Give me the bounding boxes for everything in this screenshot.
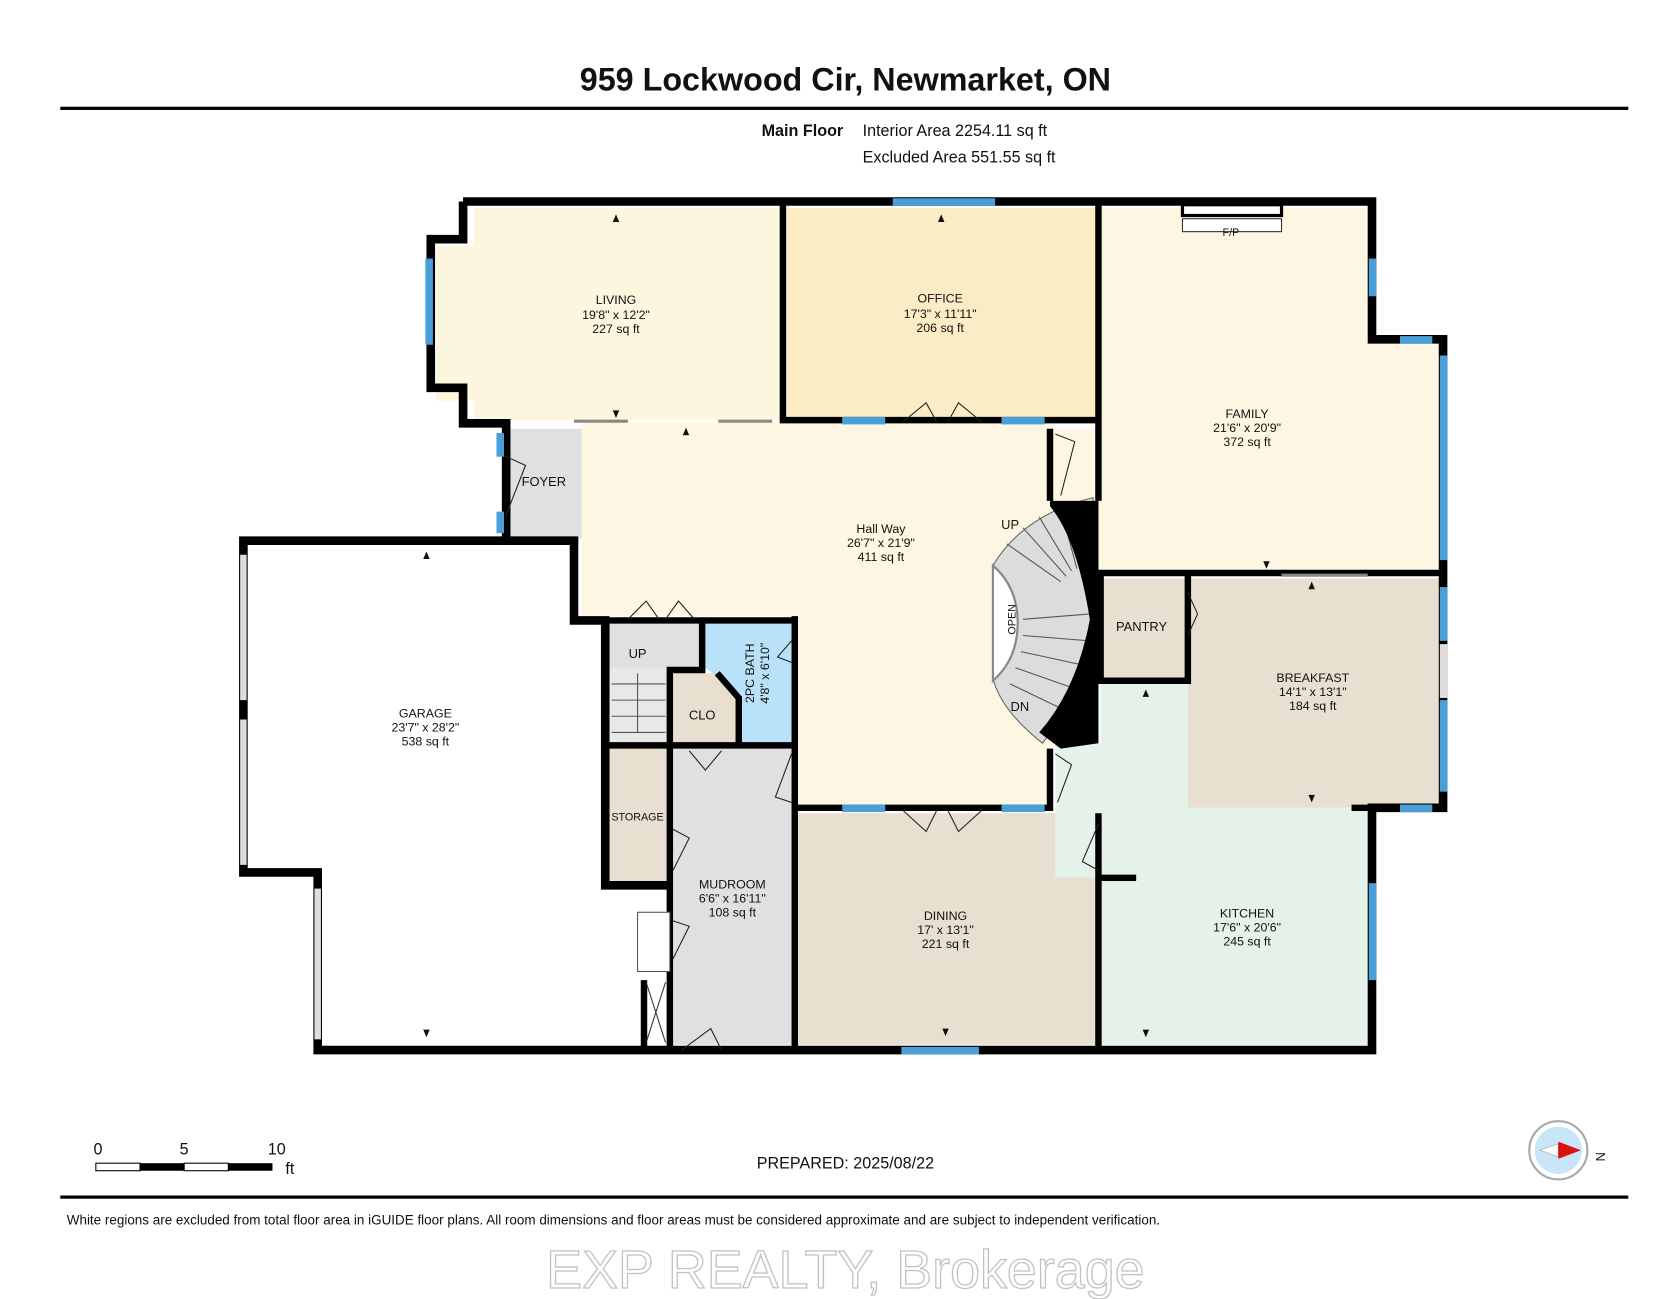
svg-text:23'7" x 28'2": 23'7" x 28'2": [391, 720, 459, 734]
svg-text:184 sq ft: 184 sq ft: [1289, 699, 1337, 713]
dimension-arrows: [423, 214, 1315, 1038]
foyer-label: FOYER: [522, 474, 566, 489]
room-fills: [436, 207, 1441, 1045]
storage-fill: [608, 748, 668, 884]
svg-text:ft: ft: [285, 1160, 294, 1178]
svg-text:MUDROOM: MUDROOM: [699, 878, 766, 892]
office-fill: [786, 207, 1097, 418]
closet-fill: [673, 673, 738, 744]
room-hallway: Hall Way 26'7" x 21'9" 411 sq ft: [847, 522, 915, 564]
open-well: [991, 563, 1019, 684]
room-breakfast: BREAKFAST 14'1" x 13'1" 184 sq ft: [1276, 671, 1349, 713]
room-family: FAMILY 21'6" x 20'9" 372 sq ft: [1213, 407, 1281, 449]
living-fill: [436, 207, 783, 421]
svg-text:FAMILY: FAMILY: [1226, 407, 1269, 421]
garage-stairs-up-label: UP: [629, 646, 647, 661]
pantry-label: PANTRY: [1116, 619, 1168, 634]
svg-text:DINING: DINING: [924, 909, 967, 923]
watermark: EXP REALTY, Brokerage: [546, 1240, 1144, 1299]
hallway-fill: [581, 422, 1054, 808]
svg-text:206 sq ft: 206 sq ft: [916, 321, 964, 335]
bath-fill: [705, 619, 792, 744]
svg-text:5: 5: [180, 1141, 189, 1159]
mudroom-fill: [673, 748, 792, 1045]
excluded-area: Excluded Area 551.55 sq ft: [863, 149, 1056, 167]
svg-text:17'3" x 11'11": 17'3" x 11'11": [904, 307, 977, 321]
svg-text:OFFICE: OFFICE: [917, 292, 962, 306]
svg-text:LIVING: LIVING: [596, 293, 637, 307]
closet-label: CLO: [689, 708, 716, 723]
breakfast-fill: [1187, 578, 1441, 808]
room-office: OFFICE 17'3" x 11'11" 206 sq ft: [904, 292, 977, 335]
svg-text:BREAKFAST: BREAKFAST: [1276, 671, 1349, 685]
interior-area: Interior Area 2254.11 sq ft: [863, 122, 1048, 140]
svg-text:17' x 13'1": 17' x 13'1": [917, 923, 974, 937]
svg-text:538 sq ft: 538 sq ft: [402, 734, 450, 748]
room-kitchen: KITCHEN 17'6" x 20'6" 245 sq ft: [1213, 907, 1281, 949]
svg-text:26'7" x 21'9": 26'7" x 21'9": [847, 536, 915, 550]
svg-text:KITCHEN: KITCHEN: [1220, 907, 1274, 921]
svg-text:411 sq ft: 411 sq ft: [858, 550, 905, 564]
floor-name: Main Floor: [762, 122, 844, 140]
doors: [503, 203, 1368, 1051]
garage-up-fill: [608, 619, 700, 668]
svg-text:4'8" x 6'10": 4'8" x 6'10": [758, 643, 772, 704]
pantry-fill: [1100, 578, 1185, 679]
svg-text:6'6" x 16'11": 6'6" x 16'11": [699, 892, 766, 906]
svg-text:0: 0: [94, 1141, 103, 1159]
svg-text:245 sq ft: 245 sq ft: [1223, 935, 1271, 949]
svg-text:21'6" x 20'9": 21'6" x 20'9": [1213, 421, 1281, 435]
header-divider: [60, 106, 1629, 110]
svg-text:10: 10: [268, 1141, 286, 1159]
prepared-date: PREPARED: 2025/08/22: [757, 1155, 934, 1173]
svg-text:17'6" x 20'6": 17'6" x 20'6": [1213, 921, 1281, 935]
svg-text:GARAGE: GARAGE: [399, 706, 452, 720]
compass-icon: N: [1528, 1120, 1608, 1181]
svg-text:227 sq ft: 227 sq ft: [592, 322, 640, 336]
svg-text:372 sq ft: 372 sq ft: [1223, 435, 1271, 449]
stairs-up-label: UP: [1001, 517, 1019, 532]
svg-text:221 sq ft: 221 sq ft: [922, 937, 970, 951]
kitchen-fill: [1055, 680, 1370, 1045]
svg-text:2PC BATH: 2PC BATH: [743, 643, 757, 703]
room-bath: 2PC BATH 4'8" x 6'10": [743, 643, 772, 704]
room-living: LIVING 19'8" x 12'2" 227 sq ft: [582, 293, 650, 336]
compass-north-label: N: [1593, 1152, 1608, 1161]
page-title: 959 Lockwood Cir, Newmarket, ON: [580, 62, 1111, 98]
fireplace-label: F/P: [1223, 227, 1240, 239]
svg-text:14'1" x 13'1": 14'1" x 13'1": [1279, 685, 1347, 699]
footer-divider: [60, 1195, 1629, 1199]
room-dining: DINING 17' x 13'1" 221 sq ft: [917, 909, 974, 951]
svg-text:19'8" x 12'2": 19'8" x 12'2": [582, 308, 650, 322]
dining-fill: [794, 813, 1099, 1045]
storage-label: STORAGE: [611, 812, 663, 824]
fireplace: [1181, 218, 1283, 233]
svg-text:108 sq ft: 108 sq ft: [709, 906, 757, 920]
stair-wall: [1039, 500, 1099, 749]
disclaimer: White regions are excluded from total fl…: [67, 1213, 1160, 1228]
svg-text:Hall Way: Hall Way: [856, 522, 906, 536]
open-label: OPEN: [1007, 604, 1019, 634]
windows: [240, 198, 1448, 1055]
room-mudroom: MUDROOM 6'6" x 16'11" 108 sq ft: [699, 878, 766, 920]
stairs-dn-label: DN: [1011, 699, 1030, 714]
room-garage: GARAGE 23'7" x 28'2" 538 sq ft: [391, 706, 459, 748]
family-fill: [1053, 207, 1441, 574]
scale-bar: 0 5 10 ft: [94, 1141, 295, 1178]
